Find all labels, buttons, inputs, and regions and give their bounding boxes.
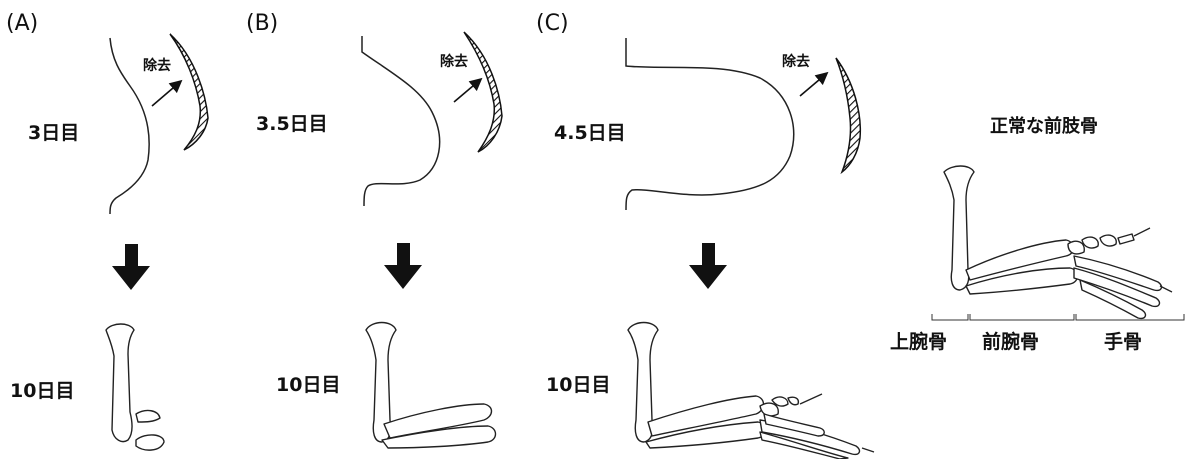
panel-b-removal-arrow xyxy=(454,80,480,102)
panel-b-start-day: 3.5日目 xyxy=(256,113,328,135)
panel-c: (C) 除去 4.5日目 10日目 xyxy=(536,11,874,459)
label-hand: 手骨 xyxy=(1104,330,1142,353)
panel-c-result-bones xyxy=(628,323,874,459)
panel-b-down-arrow xyxy=(384,243,422,289)
panel-c-removal-arrow xyxy=(800,74,826,96)
normal-forelimb-title: 正常な前肢骨 xyxy=(990,115,1098,137)
panel-a-removed-tissue xyxy=(170,34,208,150)
panel-c-removed-tissue xyxy=(836,58,860,172)
panel-a-removal-arrow xyxy=(152,82,180,106)
panel-a-down-arrow xyxy=(112,244,150,290)
normal-forelimb-bones xyxy=(944,166,1172,318)
normal-forelimb-scale-brackets xyxy=(932,314,1184,320)
panel-b-end-day: 10日目 xyxy=(276,374,340,396)
panel-c-limb-bud-outline xyxy=(626,38,794,210)
panel-b-removed-tissue xyxy=(464,32,502,152)
panel-c-end-day: 10日目 xyxy=(546,374,610,396)
panel-b-removal-label: 除去 xyxy=(440,53,468,70)
panel-b-limb-bud-outline xyxy=(362,36,440,206)
label-humerus: 上腕骨 xyxy=(890,330,947,353)
label-forearm: 前腕骨 xyxy=(982,330,1039,353)
panel-c-letter: (C) xyxy=(536,11,569,36)
panel-c-down-arrow xyxy=(689,243,727,289)
panel-a-removal-label: 除去 xyxy=(143,57,171,74)
normal-forelimb: 正常な前肢骨 上腕骨 前腕骨 手骨 xyxy=(890,115,1184,353)
panel-a-end-day: 10日目 xyxy=(10,380,74,402)
panel-a-result-bones xyxy=(106,324,164,450)
panel-a-start-day: 3日目 xyxy=(28,122,79,144)
panel-a-letter: (A) xyxy=(6,11,38,36)
panel-c-removal-label: 除去 xyxy=(782,53,810,70)
panel-c-start-day: 4.5日目 xyxy=(554,122,626,144)
panel-b-result-bones xyxy=(366,323,496,449)
panel-b-letter: (B) xyxy=(246,11,278,36)
panel-a: (A) 除去 3日目 10日目 xyxy=(6,11,208,450)
panel-b: (B) 除去 3.5日目 10日目 xyxy=(246,11,502,448)
